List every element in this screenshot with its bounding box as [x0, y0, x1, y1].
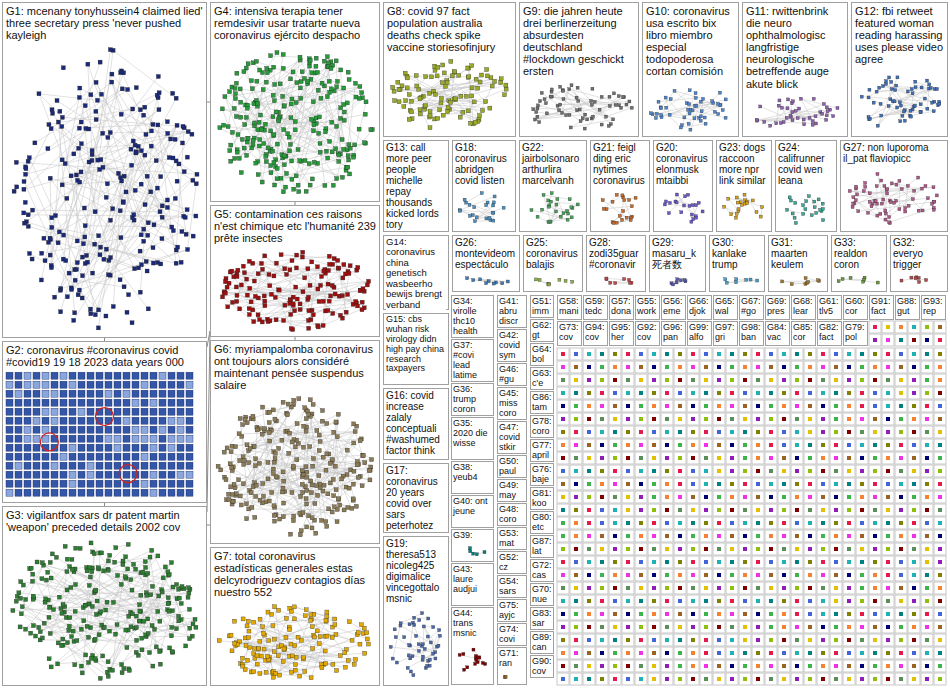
- graph-canvas: G1: mcenany tonyhussein4 claimed lied' t…: [0, 0, 950, 688]
